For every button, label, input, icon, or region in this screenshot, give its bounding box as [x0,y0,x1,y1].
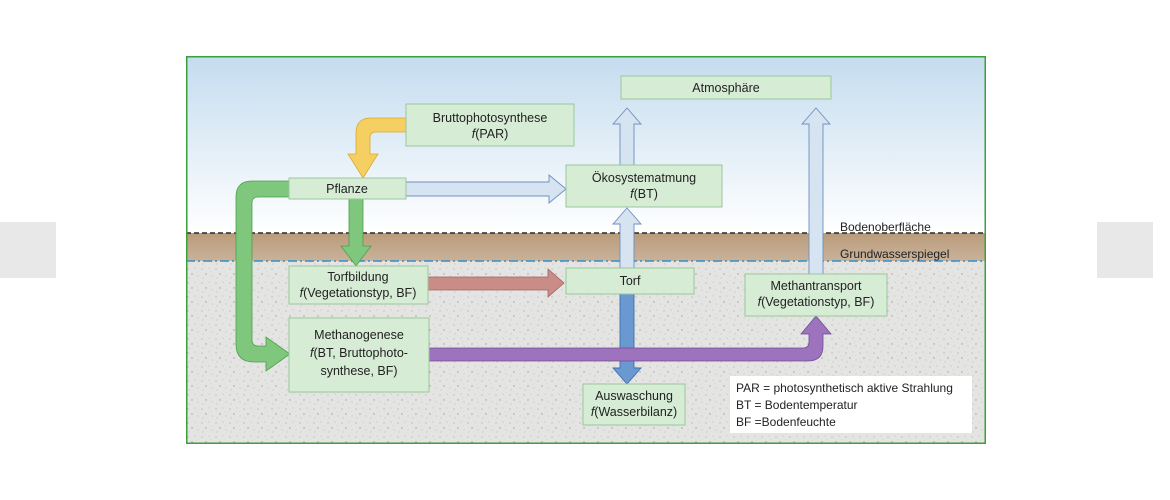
node-peat: Torf [565,267,695,295]
peat-formation-label-line2: f(Vegetationstyp, BF) [300,286,417,300]
diagram-frame [186,56,986,444]
methanogenesis-label-line3: synthese, BF) [320,364,397,378]
legend-par: PAR = photosynthetisch aktive Strahlung [736,381,953,395]
arrow-peat-to-leaching [612,293,642,385]
leaching-label-line2: f(Wasserbilanz) [591,405,677,419]
peat-label: Torf [620,274,641,288]
left-side-tab [0,222,56,278]
respiration-label-line1: Ökosystematmung [592,171,696,185]
node-atmosphere: Atmosphäre [620,75,832,100]
node-methane-transport: Methantransport f(Vegetationstyp, BF) [744,273,888,317]
methane-flux-diagram: Bodenoberfläche Grundwasserspiegel Atmos… [186,56,986,444]
gpp-label-line1: Bruttophotosynthese [433,111,548,125]
node-ecosystem-respiration: Ökosystematmung f(BT) [565,164,723,208]
methanogenesis-label-line1: Methanogenese [314,328,404,342]
arrow-gpp-to-plant [347,117,407,179]
soil-band [186,233,986,261]
node-peat-formation: Torfbildung f(Vegetationstyp, BF) [288,265,429,305]
node-methanogenesis: Methanogenese f(BT, Bruttophoto- synthes… [288,317,430,393]
methane-transport-label-line2: f(Vegetationstyp, BF) [758,295,875,309]
node-leaching: Auswaschung f(Wasserbilanz) [582,383,686,426]
gpp-label-line2: f(PAR) [472,127,509,141]
soil-surface-label: Bodenoberfläche [840,220,931,234]
leaching-label-line1: Auswaschung [595,389,673,403]
peat-formation-label-line1: Torfbildung [327,270,388,284]
node-plant: Pflanze [288,177,407,200]
arrow-plant-to-ecosystem-respiration [405,174,567,204]
arrow-peat-to-respiration [612,207,642,269]
arrow-respiration-to-atmosphere [612,107,642,166]
arrow-peat-formation-to-peat [427,268,565,298]
right-side-tab [1097,222,1153,278]
arrow-plant-to-methanogenesis [235,180,291,372]
methanogenesis-label-line2: f(BT, Bruttophoto- [310,346,408,360]
node-gross-photosynthesis: Bruttophotosynthese f(PAR) [405,103,575,147]
groundwater-label: Grundwasserspiegel [840,247,949,261]
plant-label: Pflanze [326,182,368,196]
methane-transport-label-line1: Methantransport [770,279,862,293]
legend-bt: BT = Bodentemperatur [736,398,858,412]
legend: PAR = photosynthetisch aktive Strahlung … [730,376,972,433]
arrow-plant-to-peat-formation [340,192,372,267]
arrow-methanogenesis-to-methane-transport [428,315,832,362]
legend-bf: BF =Bodenfeuchte [736,415,836,429]
respiration-label-line2: f(BT) [630,187,658,201]
arrow-methane-transport-to-atmosphere [801,107,831,275]
atmosphere-label: Atmosphäre [692,81,759,95]
